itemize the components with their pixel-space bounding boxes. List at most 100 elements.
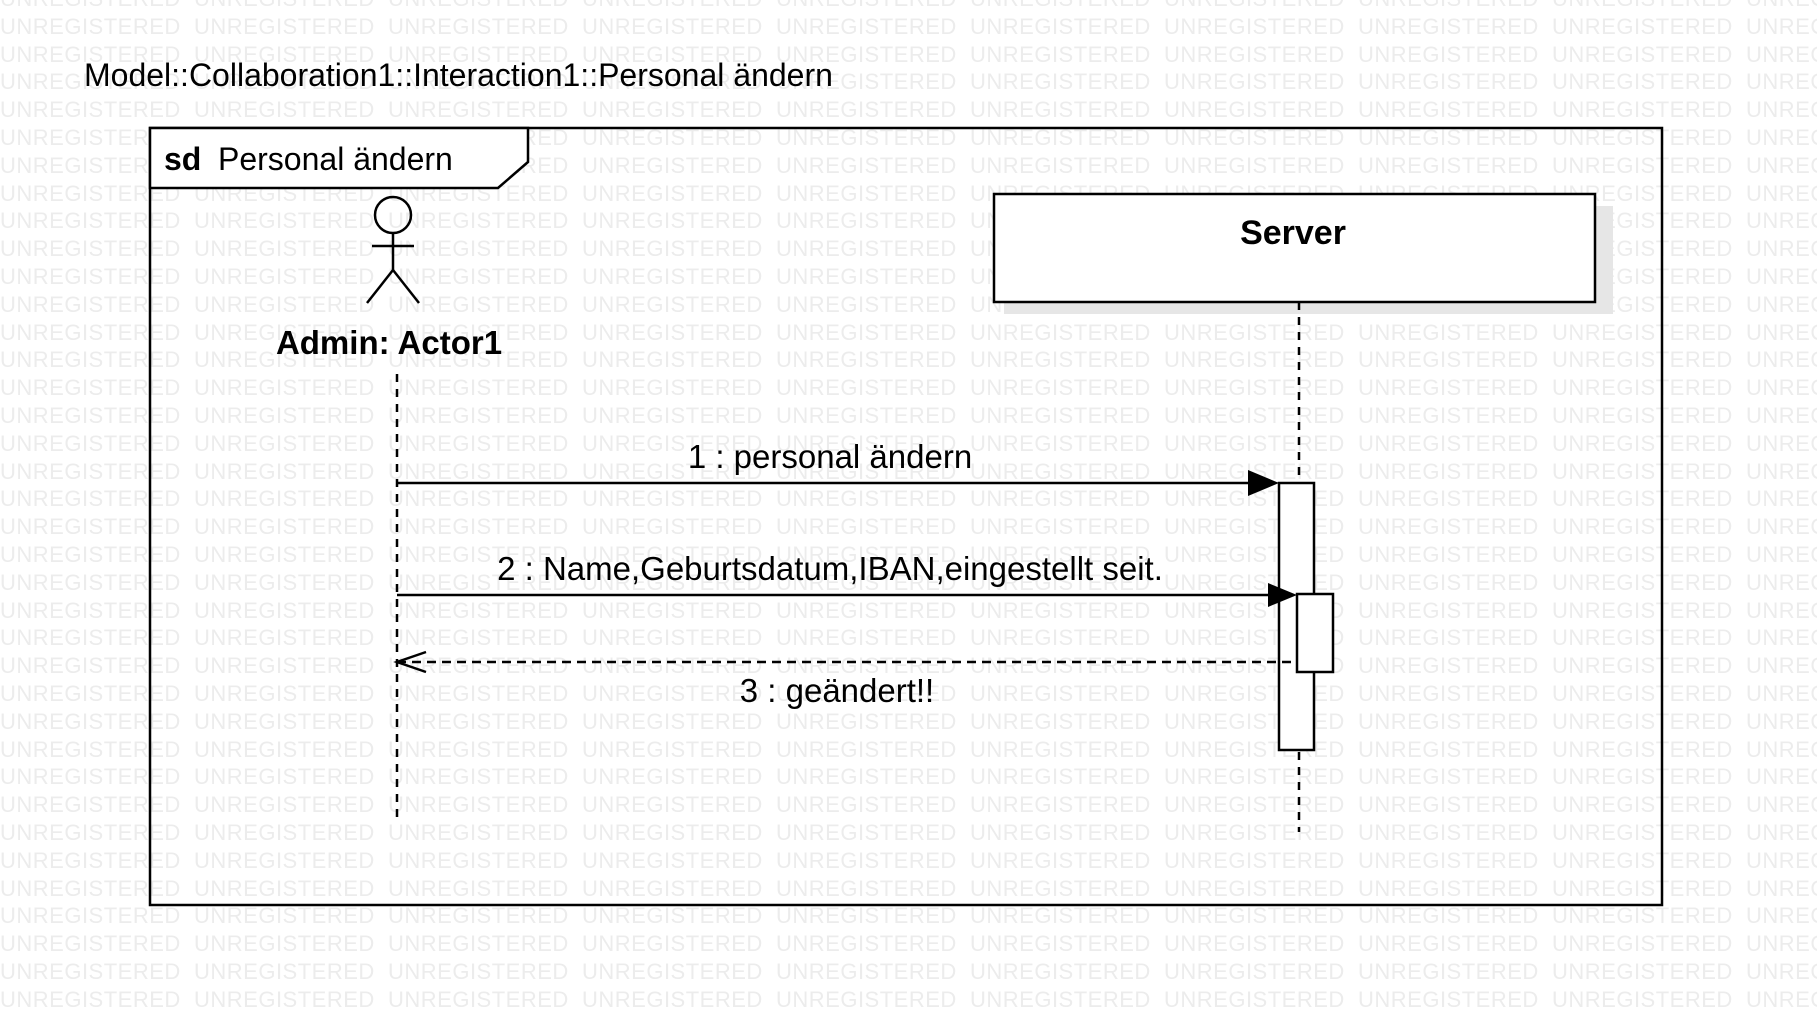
watermark-text: UNREGISTERED [1358, 709, 1539, 734]
watermark-text: UNREGISTERED [0, 709, 181, 734]
watermark-text: UNREGISTERED [194, 236, 375, 261]
watermark-text: UNREGISTERED [388, 69, 569, 94]
watermark-text: UNREGISTERED [0, 181, 181, 206]
watermark-text: UNREGISTERED [0, 69, 181, 94]
watermark-text: UNREGISTERED [1358, 153, 1539, 178]
watermark-text: UNREGISTERED [582, 42, 763, 67]
watermark-text: UNREGISTERED [1164, 42, 1345, 67]
watermark-text: UNREGISTERED [776, 97, 957, 122]
watermark-text: UNREGISTERED [582, 97, 763, 122]
watermark-text: UNREGISTERED [0, 764, 181, 789]
watermark-text: UNREGISTERED [582, 69, 763, 94]
watermark-text: UNREGISTERED [970, 42, 1151, 67]
watermark-text: UNREGISTERED [0, 737, 181, 762]
watermark-text: UNREGISTERED [970, 347, 1151, 372]
server-nested-activation-bar[interactable] [1295, 592, 1335, 674]
watermark-text: UNREGISTERED [776, 542, 957, 567]
watermark-text: UNREGISTERED [1552, 737, 1733, 762]
watermark-text: UNREGISTERED [1552, 125, 1733, 150]
server-lifeline-head[interactable] [992, 192, 1597, 304]
watermark-text: UNREGISTERED [970, 931, 1151, 956]
watermark-text: UNREGISTERED [388, 486, 569, 511]
watermark-text: UNREGISTERED [1746, 69, 1817, 94]
watermark-text: UNREGISTERED [194, 903, 375, 928]
watermark-text: UNREGISTERED [388, 792, 569, 817]
watermark-text: UNREGISTERED [1746, 14, 1817, 39]
watermark-text: UNREGISTERED [970, 375, 1151, 400]
watermark-text: UNREGISTERED [776, 403, 957, 428]
watermark-text: UNREGISTERED [388, 709, 569, 734]
watermark-text: UNREGISTERED [1358, 598, 1539, 623]
watermark-text: UNREGISTERED [194, 97, 375, 122]
interaction-frame[interactable] [148, 126, 1664, 907]
watermark-text: UNREGISTERED [388, 653, 569, 678]
watermark-text: UNREGISTERED [1164, 959, 1345, 984]
watermark-text: UNREGISTERED [1164, 14, 1345, 39]
watermark-text: UNREGISTERED [1358, 69, 1539, 94]
message-2[interactable]: 2 : Name,Geburtsdatum,IBAN,eingestellt s… [397, 550, 1297, 607]
watermark-text: UNREGISTERED [776, 208, 957, 233]
watermark-text: UNREGISTERED [582, 514, 763, 539]
watermark-text: UNREGISTERED [776, 0, 970, 10]
watermark-text: UNREGISTERED [1358, 737, 1539, 762]
watermark-text: UNREGISTERED [1552, 320, 1733, 345]
watermark-text: UNREGISTERED [388, 542, 569, 567]
message-1[interactable]: 1 : personal ändern [397, 438, 1279, 496]
watermark-text: UNREGISTERED [0, 570, 181, 595]
message-3[interactable]: 3 : geändert!! [393, 650, 1297, 709]
watermark-text: UNREGISTERED [1746, 764, 1817, 789]
watermark-text: UNREGISTERED [1552, 69, 1733, 94]
watermark-text: UNREGISTERED [1746, 820, 1817, 845]
watermark-text: UNREGISTERED [582, 681, 763, 706]
watermark-text: UNREGISTERED [194, 764, 375, 789]
watermark-text: UNREGISTERED [388, 375, 569, 400]
watermark-text: UNREGISTERED [970, 570, 1151, 595]
watermark-text: UNREGISTERED [194, 69, 375, 94]
watermark-text: UNREGISTERED [0, 0, 194, 10]
watermark-text: UNREGISTERED [0, 153, 181, 178]
watermark-text: UNREGISTERED [970, 431, 1151, 456]
watermark-row: UNREGISTERED UNREGISTERED UNREGISTERED UNRE… [0, 544, 1817, 566]
watermark-text: UNREGISTERED [776, 264, 957, 289]
watermark-text: UNREGISTERED [776, 903, 957, 928]
watermark-text: UNREGISTERED [970, 792, 1151, 817]
watermark-text: UNREGISTERED [970, 959, 1151, 984]
watermark-text: UNREGISTERED [582, 264, 763, 289]
watermark-text: UNREGISTERED [1164, 0, 1358, 10]
watermark-text: UNREGISTERED [0, 347, 181, 372]
watermark-text: UNREGISTERED [194, 542, 375, 567]
watermark-row: UNREGISTERED UNREGISTERED UNREGISTERED UNRE… [0, 71, 1817, 93]
watermark-text: UNREGISTERED [0, 264, 181, 289]
watermark-text: UNREGISTERED [1552, 97, 1733, 122]
diagram-path-title: Model::Collaboration1::Interaction1::Per… [84, 57, 833, 93]
watermark-text: UNREGISTERED [388, 292, 569, 317]
watermark-text: UNREGISTERED [1552, 181, 1733, 206]
watermark-text: UNREGISTERED [388, 459, 569, 484]
watermark-text: UNREGISTERED [970, 514, 1151, 539]
watermark-text: UNREGISTERED [776, 598, 957, 623]
watermark-text: UNREGISTERED [970, 709, 1151, 734]
watermark-text: UNREGISTERED [1358, 820, 1539, 845]
actor-icon[interactable] [366, 195, 420, 304]
watermark-text: UNREGISTERED [0, 542, 181, 567]
watermark-text: UNREGISTERED [194, 598, 375, 623]
watermark-text: UNREGISTERED [1746, 375, 1817, 400]
watermark-text: UNREGISTERED [582, 375, 763, 400]
message-1-label: 1 : personal ändern [688, 438, 972, 475]
watermark-row: UNREGISTERED UNREGISTERED UNREGISTERED UNRE… [0, 99, 1817, 121]
watermark-text: UNREGISTERED [0, 959, 181, 984]
watermark-text: UNREGISTERED [1552, 792, 1733, 817]
frame-name: Personal ändern [218, 141, 453, 177]
watermark-text: UNREGISTERED [1746, 459, 1817, 484]
watermark-text: UNREGISTERED [1358, 959, 1539, 984]
watermark-text: UNREGISTERED [1552, 153, 1733, 178]
watermark-text: UNREGISTERED [1358, 125, 1539, 150]
watermark-text: UNREGISTERED [1552, 542, 1733, 567]
watermark-text: UNREGISTERED [1746, 125, 1817, 150]
watermark-text: UNREGISTERED [582, 598, 763, 623]
watermark-text: UNREGISTERED [582, 542, 763, 567]
